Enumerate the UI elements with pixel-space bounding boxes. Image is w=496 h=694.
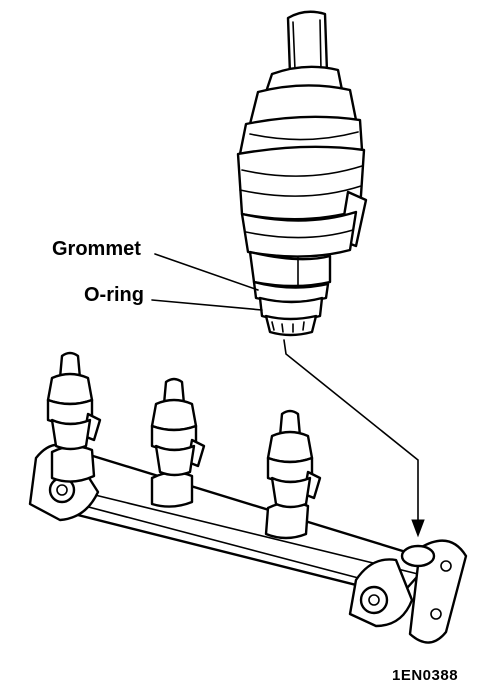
leader-lines [151,253,263,311]
rail-injector-1 [46,351,102,451]
large-injector [236,10,368,337]
fuel-rail [28,443,468,644]
figure-code: 1EN0388 [392,667,459,684]
install-arrow [283,339,425,538]
grommet-label: Grommet [52,238,141,260]
rail-injector-3 [266,409,322,509]
rail-injector-2 [150,377,206,477]
o-ring-label: O-ring [84,284,144,306]
